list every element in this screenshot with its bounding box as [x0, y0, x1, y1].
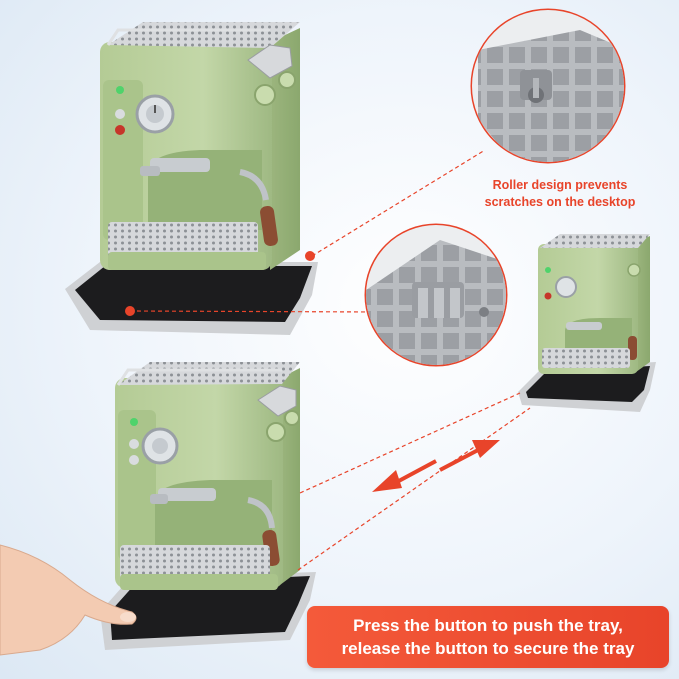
tray-mat-bottom [110, 576, 310, 640]
tray-mat-top [75, 266, 312, 322]
instruction-banner: Press the button to push the tray, relea… [307, 606, 669, 668]
coffee-machine-side [518, 234, 656, 412]
double-arrow-icon [372, 440, 500, 492]
roller-caption-line2: scratches on the desktop [484, 195, 636, 209]
banner-line2: release the button to secure the tray [341, 639, 635, 658]
guide-lines [129, 149, 531, 571]
zoom-button-mechanism [364, 223, 508, 367]
roller-caption: Roller design prevents scratches on the … [455, 177, 665, 211]
coffee-machine-top [65, 22, 318, 335]
banner-line1: Press the button to push the tray, [353, 616, 623, 635]
zoom-roller-detail [470, 8, 626, 164]
hand-pressing-button [0, 544, 137, 656]
roller-caption-line1: Roller design prevents [492, 178, 628, 192]
coffee-machine-bottom [100, 362, 316, 650]
